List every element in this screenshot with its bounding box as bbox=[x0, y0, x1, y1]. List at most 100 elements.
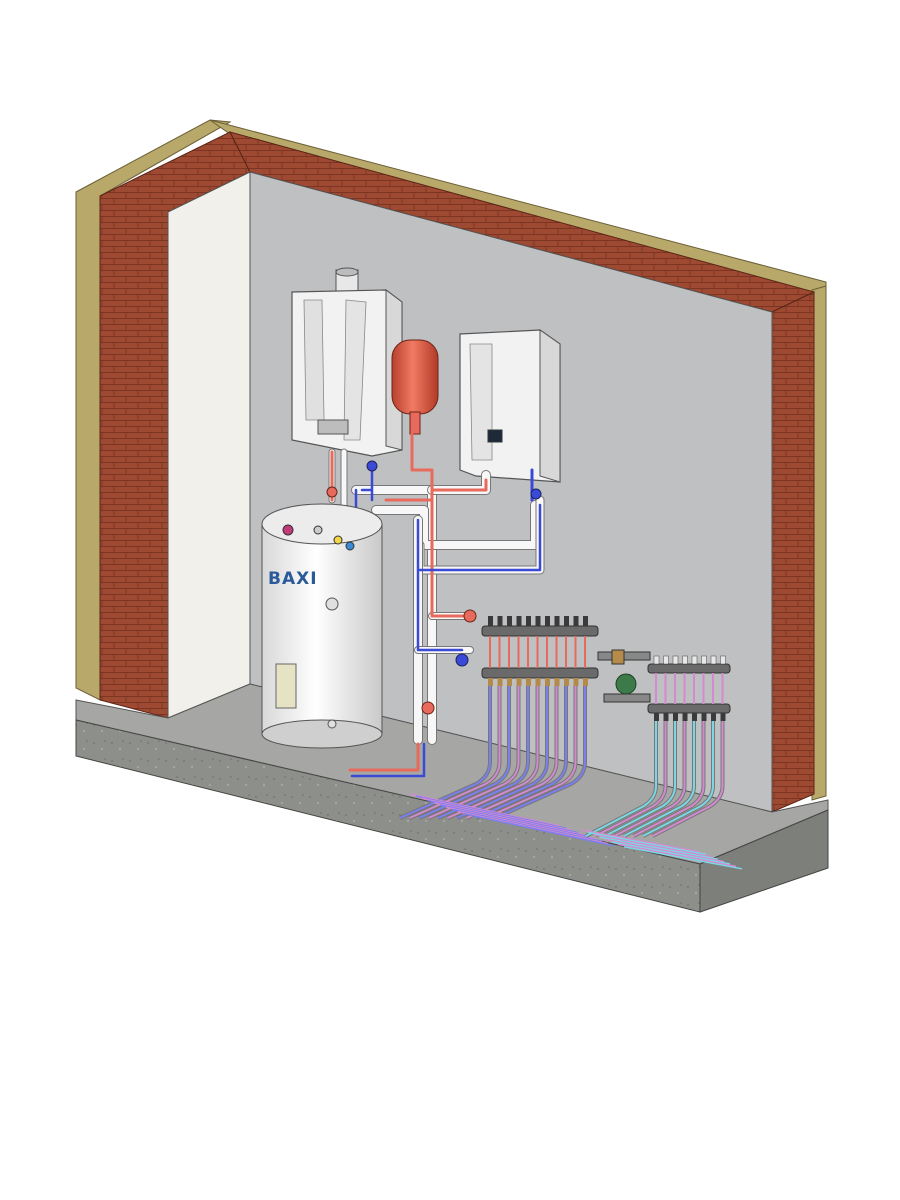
floor-loop-pipe bbox=[599, 836, 719, 860]
underfloor-pipe bbox=[633, 721, 705, 837]
floor-loop-pipe bbox=[445, 806, 597, 840]
tank-access-panel bbox=[275, 663, 297, 709]
underfloor-pipe bbox=[494, 686, 586, 819]
underfloor-pipe bbox=[447, 686, 539, 819]
manifold-valve-icon bbox=[497, 616, 503, 626]
floor-loop-pipe bbox=[593, 834, 713, 858]
floor-loop-pipe bbox=[587, 831, 707, 856]
tank-connection-cold bbox=[345, 541, 355, 551]
manifold-valve-icon bbox=[545, 616, 550, 626]
manifold-flow-meter bbox=[545, 678, 550, 686]
manifold-flow-meter bbox=[516, 678, 522, 686]
manifold-valve-icon bbox=[526, 616, 531, 626]
right-brick-wall bbox=[771, 291, 815, 813]
manifold-flow-meter bbox=[682, 713, 688, 721]
pipework bbox=[326, 428, 545, 778]
manifold-valve-icon bbox=[691, 655, 698, 665]
floor-loop-pipe bbox=[605, 838, 725, 863]
manifold-flow-meter bbox=[526, 678, 531, 686]
valve-icon bbox=[455, 653, 469, 667]
manifold-flow-meter bbox=[507, 678, 512, 686]
floor-loop-pipe bbox=[439, 804, 591, 838]
underfloor-pipe bbox=[409, 686, 501, 819]
manifold-valve-icon bbox=[488, 616, 493, 626]
manifold-flow-meter bbox=[673, 713, 678, 721]
manifold-flow-meter bbox=[711, 713, 716, 721]
boiler-display bbox=[317, 419, 349, 435]
floor-loop-pipe bbox=[623, 846, 743, 870]
floor-slab-side bbox=[699, 809, 829, 913]
manifold-flow-meter bbox=[573, 678, 579, 686]
manifold-valve-icon bbox=[535, 616, 541, 626]
underfloor-pipe bbox=[418, 686, 510, 819]
underfloor-pipe bbox=[604, 721, 676, 837]
pump-icon bbox=[615, 673, 637, 695]
tank-connection-hot bbox=[282, 524, 294, 536]
floor-loop-pipe bbox=[433, 802, 585, 836]
manifold-flow-meter bbox=[692, 713, 697, 721]
underfloor-pipe bbox=[585, 721, 657, 837]
manifold-flow-meter bbox=[564, 678, 569, 686]
tank-brand-label: BAXI bbox=[268, 569, 318, 589]
underfloor-loops-right bbox=[581, 673, 743, 870]
manifold-valve-icon bbox=[653, 655, 660, 665]
floor-loop-pipe bbox=[427, 799, 579, 834]
underfloor-manifold-right bbox=[647, 655, 731, 721]
floor-loop-pipe bbox=[463, 813, 615, 847]
manifold-flow-meter bbox=[497, 678, 503, 686]
floor-loop-pipe bbox=[451, 808, 603, 843]
underfloor-pipe bbox=[456, 686, 548, 819]
manifold-flow-meter bbox=[554, 678, 560, 686]
manifold-flow-meter bbox=[488, 678, 493, 686]
underfloor-pipe bbox=[652, 721, 724, 837]
underfloor-pipe bbox=[475, 686, 567, 819]
manifold-flow-meter bbox=[720, 713, 726, 721]
valve-icon bbox=[421, 701, 435, 715]
manifold-valve-icon bbox=[682, 655, 688, 665]
heat-pump-unit bbox=[459, 329, 561, 483]
underfloor-pipe bbox=[399, 686, 491, 819]
combi-boiler bbox=[291, 267, 403, 457]
cold-return-pipe bbox=[354, 460, 542, 652]
floor-loop-pipe bbox=[409, 793, 561, 827]
floor-loop-pipe bbox=[457, 810, 609, 845]
valve-icon bbox=[463, 609, 477, 623]
tank-port-icon bbox=[327, 719, 337, 729]
floor-loop-pipe bbox=[617, 843, 737, 868]
floor-loop-pipe bbox=[421, 797, 573, 832]
manifold-valve-icon bbox=[672, 655, 679, 665]
underfloor-pipe bbox=[623, 721, 695, 837]
valve-icon bbox=[366, 460, 378, 472]
underfloor-pipe bbox=[485, 686, 577, 819]
underfloor-manifold-left bbox=[481, 616, 599, 686]
hot-water-cylinder: BAXI bbox=[261, 503, 383, 749]
underfloor-pipe bbox=[428, 686, 520, 819]
manifold-flow-meter bbox=[535, 678, 541, 686]
manifold-valve-icon bbox=[507, 616, 512, 626]
underfloor-pipe bbox=[642, 721, 714, 837]
expansion-vessel bbox=[391, 339, 439, 435]
manifold-valve-icon bbox=[516, 616, 522, 626]
manifold-valve-icon bbox=[701, 655, 707, 665]
hot-flow-pipe bbox=[330, 428, 488, 618]
manifold-valve-icon bbox=[583, 616, 588, 626]
manifold-valve-icon bbox=[720, 655, 726, 665]
underfloor-loops-left bbox=[399, 636, 615, 847]
manifold-valve-icon bbox=[663, 655, 669, 665]
underfloor-pipe bbox=[466, 686, 558, 819]
manifold-valve-icon bbox=[554, 616, 560, 626]
tank-connection bbox=[333, 535, 343, 545]
left-wall-face bbox=[167, 171, 251, 719]
manifold-flow-meter bbox=[701, 713, 707, 721]
manifold-flow-meter bbox=[663, 713, 669, 721]
floor-loop-pipe bbox=[581, 829, 701, 853]
manifold-flow-meter bbox=[654, 713, 659, 721]
manifold-valve-icon bbox=[710, 655, 717, 665]
pump-group bbox=[597, 649, 651, 703]
underfloor-pipe bbox=[614, 721, 686, 837]
manifold-valve-icon bbox=[573, 616, 579, 626]
heat-pump-screen bbox=[487, 429, 503, 443]
manifold-flow-meter bbox=[583, 678, 588, 686]
floor-loop-pipe bbox=[415, 795, 567, 829]
